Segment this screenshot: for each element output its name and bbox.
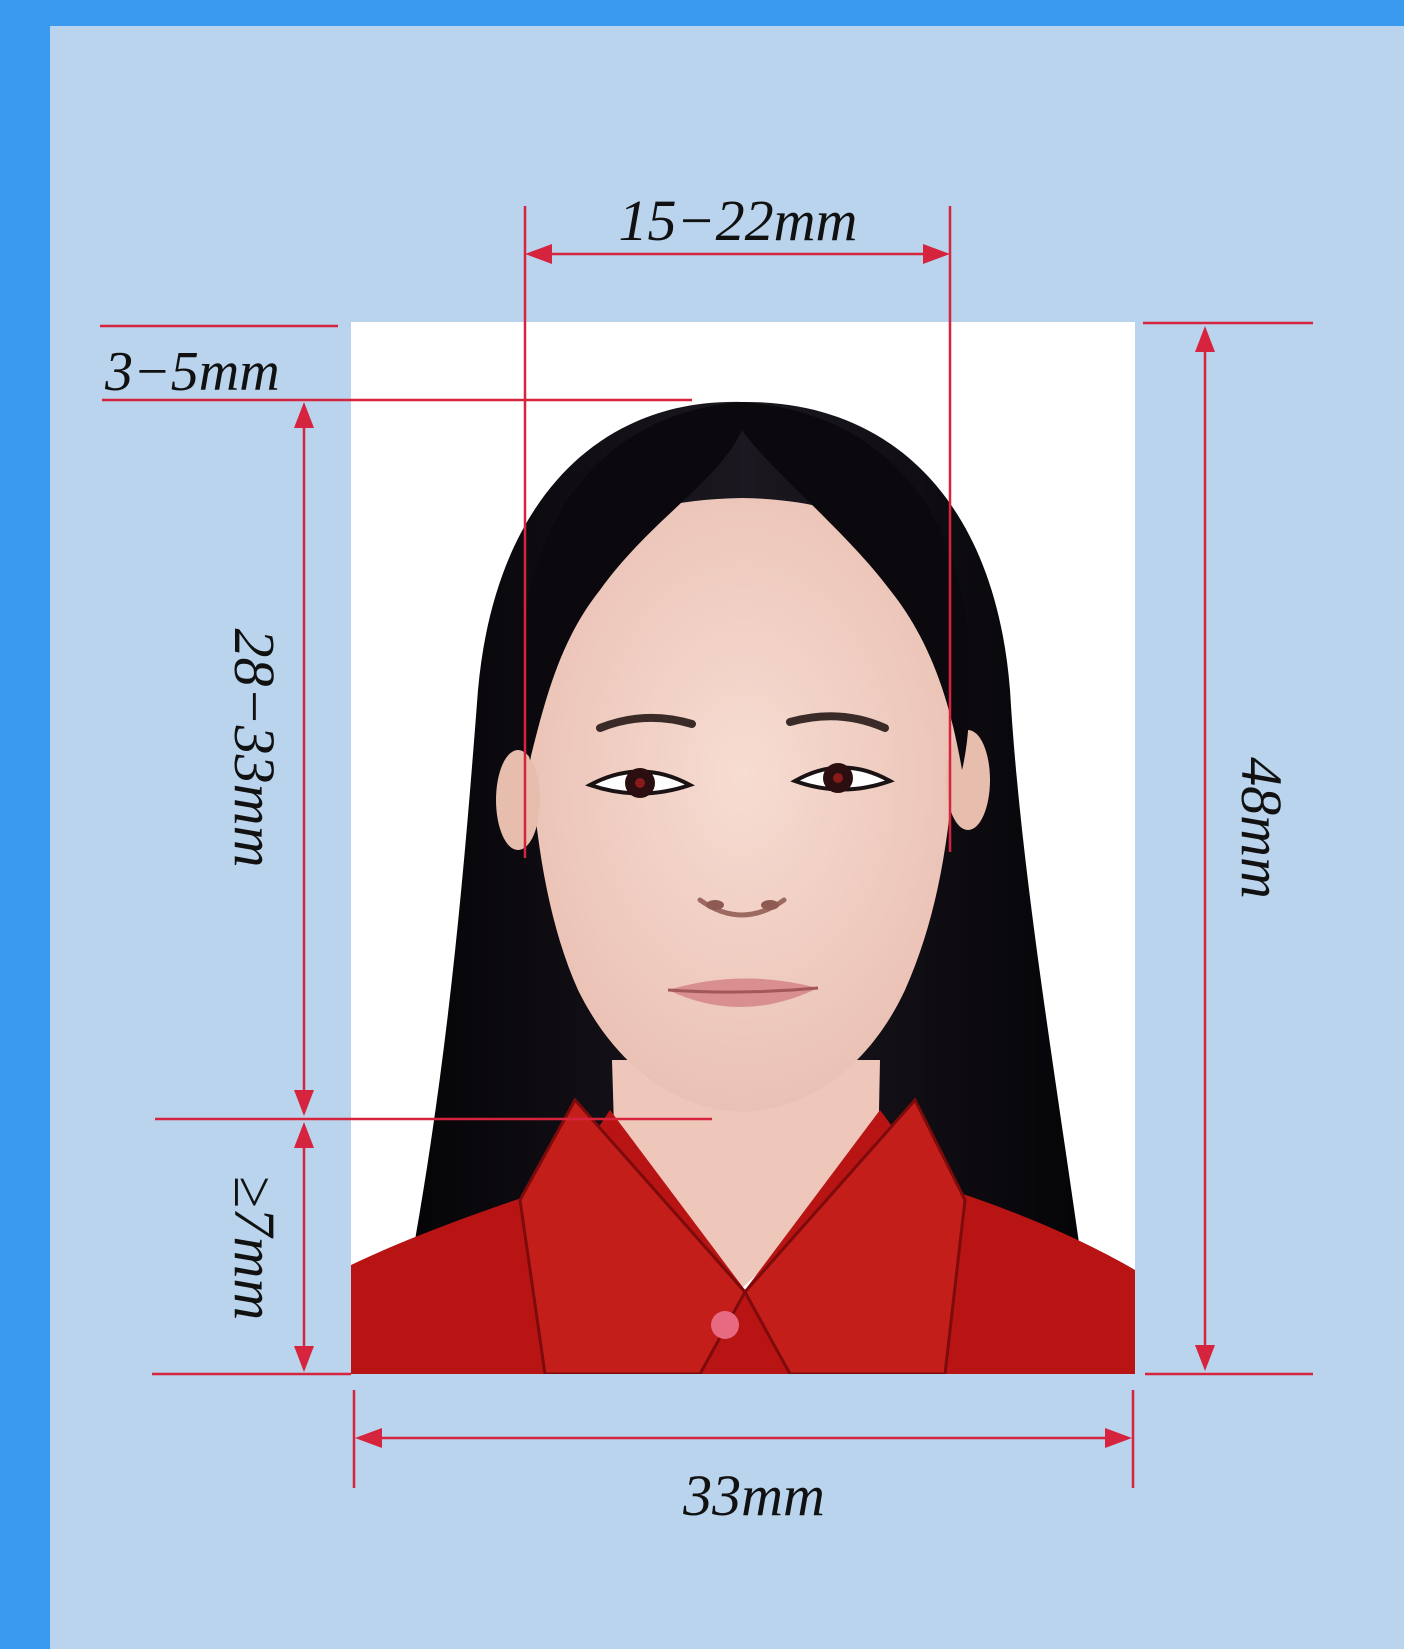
right-pupil-reflection [833, 773, 843, 783]
photo-height-arrow-bottom [1195, 1345, 1215, 1371]
head-height-label: 28−33mm [222, 629, 287, 868]
photo-height-label: 48mm [1229, 757, 1294, 899]
face-width-label: 15−22mm [619, 188, 858, 253]
hair-side-left [523, 402, 742, 760]
chin-bottom-arrow-bottom [294, 1346, 314, 1372]
photo-height-arrow-top [1195, 326, 1215, 352]
face-width-arrow-left [525, 244, 552, 264]
photo-width-label: 33mm [682, 1463, 825, 1528]
photo-width-arrow-left [355, 1428, 382, 1448]
head-height-arrow-top [294, 402, 314, 428]
shirt-collar-left [518, 1097, 747, 1374]
neck [612, 1060, 880, 1290]
photo-width-arrow-right [1105, 1428, 1132, 1448]
face-width-arrow-right [923, 244, 950, 264]
left-ear [496, 750, 540, 850]
face [527, 498, 959, 1112]
top-margin-label: 3−5mm [104, 341, 280, 403]
right-nostril [761, 900, 779, 910]
hair-side-right [742, 402, 970, 770]
shirt-collar-right [743, 1097, 967, 1374]
left-eyebrow [596, 713, 696, 732]
right-ear [946, 730, 990, 830]
chin-bottom-label: ≥7mm [222, 1176, 287, 1321]
arrow-heads [294, 244, 1215, 1448]
portrait-photo [351, 322, 1135, 1374]
head-height-arrow-bottom [294, 1090, 314, 1116]
left-pupil-reflection [635, 778, 645, 788]
right-eyebrow [786, 712, 889, 732]
chin-bottom-arrow-top [294, 1122, 314, 1148]
dimension-lines [100, 206, 1313, 1488]
lip-line [667, 986, 819, 994]
shirt-button [711, 1311, 739, 1339]
left-nostril [706, 900, 724, 910]
